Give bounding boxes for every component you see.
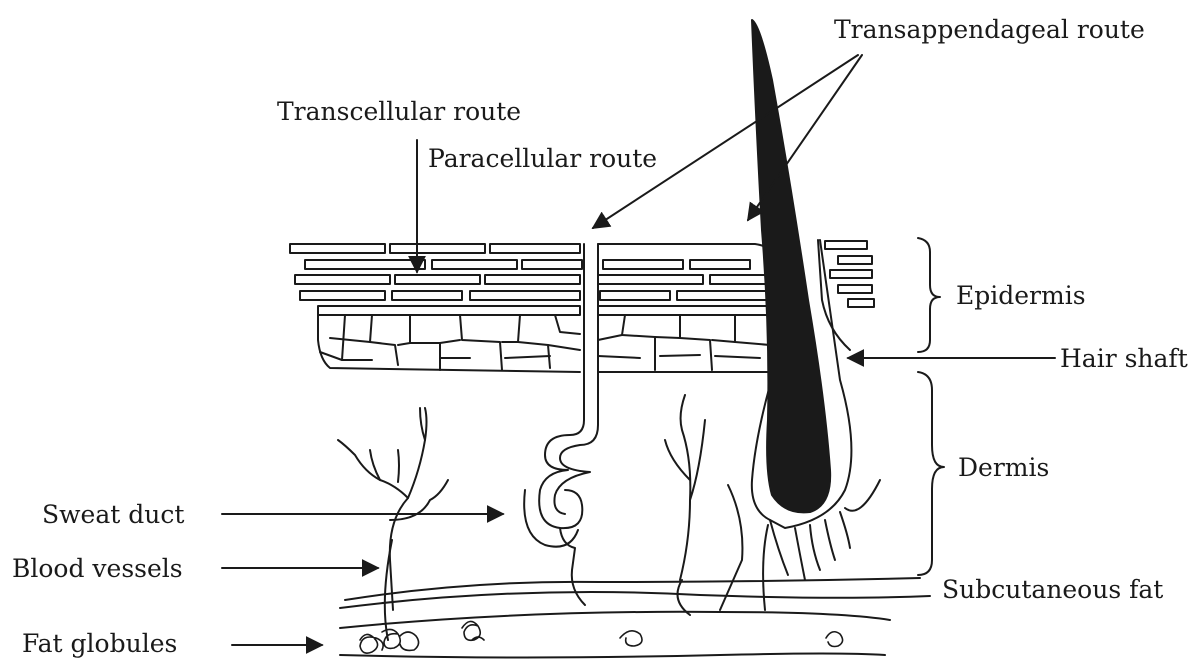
blood-vessels <box>338 395 742 640</box>
stratum-corneum-middle <box>598 244 770 315</box>
epidermis-bracket <box>918 238 940 352</box>
label-subcutaneous-fat: Subcutaneous fat <box>942 577 1163 602</box>
stratum-corneum-right <box>818 240 874 350</box>
fat-globules <box>360 621 843 653</box>
label-dermis: Dermis <box>958 455 1049 480</box>
sweat-duct <box>524 244 598 605</box>
stratum-corneum-left <box>290 244 582 315</box>
label-epidermis: Epidermis <box>956 283 1086 308</box>
label-blood-vessels: Blood vessels <box>12 556 183 581</box>
label-fat-globules: Fat globules <box>22 631 177 656</box>
label-sweat-duct: Sweat duct <box>42 502 184 527</box>
label-hair-shaft: Hair shaft <box>1060 346 1188 371</box>
epidermis-cells-left <box>318 315 580 372</box>
label-transcellular-route: Transcellular route <box>277 99 521 124</box>
label-transappendageal-route: Transappendageal route <box>834 17 1145 42</box>
hair-shaft <box>752 20 830 512</box>
paracellular-arrow <box>593 55 858 228</box>
epidermis-cells-middle <box>598 315 770 372</box>
label-paracellular-route: Paracellular route <box>428 146 657 171</box>
dermis-bracket <box>918 372 944 575</box>
